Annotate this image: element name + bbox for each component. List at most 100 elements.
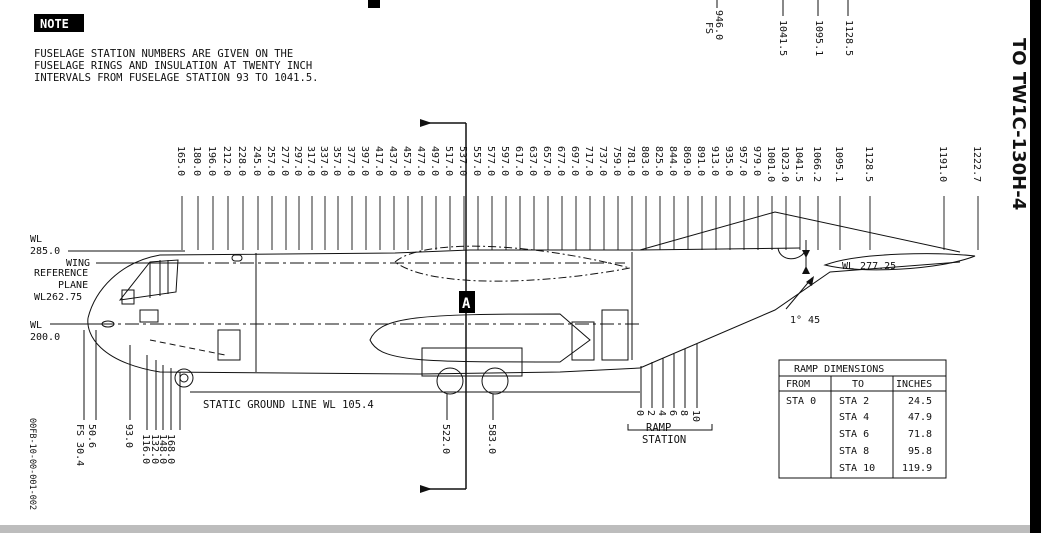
table-row-3-to: STA 6	[839, 429, 869, 440]
bottom-station-fs30: FS 30.4	[74, 424, 85, 466]
ramp-num-6: 6	[667, 410, 678, 416]
station-label: 657.0	[541, 146, 552, 176]
station-label: 1128.5	[863, 146, 874, 182]
station-label: 196.0	[206, 146, 217, 176]
wing-ref-4: WL262.75	[34, 292, 82, 303]
side-title: TO TW1C-130H-4	[1008, 38, 1029, 210]
page-edge-strip	[1030, 0, 1041, 533]
angle-arrow	[806, 276, 814, 286]
station-label: 228.0	[236, 146, 247, 176]
figure-id: 00FB-10-00-001-002	[27, 418, 37, 510]
bottom-station-583: 583.0	[486, 424, 497, 454]
top-fs-1095: 1095.1	[813, 20, 824, 56]
engine-nacelle	[369, 313, 591, 363]
station-label: 377.0	[345, 146, 356, 176]
station-label: 417.0	[373, 146, 384, 176]
table-row-1-inches: 24.5	[908, 396, 932, 407]
station-label: 1001.0	[765, 146, 776, 182]
dimension-arrow	[802, 250, 810, 258]
main-wheel-front	[436, 367, 464, 395]
ground-line-label: STATIC GROUND LINE WL 105.4	[203, 399, 374, 411]
station-label: 245.0	[251, 146, 262, 176]
nose-window	[121, 289, 135, 305]
station-label: 212.0	[221, 146, 232, 176]
station-label: 1191.0	[937, 146, 948, 182]
station-label: 317.0	[305, 146, 316, 176]
wl285-prefix: WL	[30, 234, 42, 245]
bottom-station-93: 93.0	[123, 424, 134, 448]
station-label: 257.0	[265, 146, 276, 176]
wl200-value: 200.0	[30, 332, 60, 343]
station-label: 497.0	[429, 146, 440, 176]
station-label: 577.0	[485, 146, 496, 176]
station-label: 457.0	[401, 146, 412, 176]
station-label: 180.0	[191, 146, 202, 176]
station-label: 557.0	[471, 146, 482, 176]
station-label: 781.0	[625, 146, 636, 176]
cockpit-window	[118, 259, 179, 301]
main-gear-fairing	[421, 347, 523, 377]
wl200-prefix: WL	[30, 320, 42, 331]
dimension-arrow	[802, 266, 810, 274]
top-fs-946: 946.0	[713, 10, 724, 40]
station-label: 717.0	[583, 146, 594, 176]
wl285-value: 285.0	[30, 246, 60, 257]
ramp-dimensions-table	[778, 359, 947, 479]
station-label: 1041.5	[793, 146, 804, 182]
table-row-1-to: STA 2	[839, 396, 869, 407]
station-label: 357.0	[331, 146, 342, 176]
nose-wheel-hub	[179, 373, 189, 383]
wing-ref-1: WING	[66, 258, 90, 269]
aft-door	[601, 309, 629, 361]
top-fs-label: FS	[703, 22, 714, 34]
ramp-num-4: 4	[656, 410, 667, 416]
top-hatch	[231, 254, 243, 262]
station-label: 979.0	[751, 146, 762, 176]
ramp-num-0: 0	[634, 410, 645, 416]
aircraft-outline	[87, 211, 976, 395]
station-label: 891.0	[695, 146, 706, 176]
station-label: 759.0	[611, 146, 622, 176]
note-line-1: FUSELAGE STATION NUMBERS ARE GIVEN ON TH…	[34, 48, 293, 60]
note-label: NOTE	[40, 17, 69, 31]
station-label: 957.0	[737, 146, 748, 176]
cabin-dash-line	[149, 339, 226, 356]
station-label: 477.0	[415, 146, 426, 176]
station-label: 677.0	[555, 146, 566, 176]
station-label: 1222.7	[971, 146, 982, 182]
top-mark	[368, 0, 380, 8]
station-label: 517.0	[443, 146, 454, 176]
station-label: 913.0	[709, 146, 720, 176]
bottom-station-50: 50.6	[86, 424, 97, 448]
station-label: 825.0	[653, 146, 664, 176]
table-row-5-inches: 119.9	[902, 463, 932, 474]
bottom-station-522: 522.0	[440, 424, 451, 454]
note-badge	[34, 14, 84, 32]
wing-ref-3: PLANE	[58, 280, 88, 291]
station-label: 1023.0	[779, 146, 790, 182]
station-label: 617.0	[513, 146, 524, 176]
station-label: 1095.1	[833, 146, 844, 182]
angle-leader	[785, 277, 813, 310]
station-label: 277.0	[279, 146, 290, 176]
station-label: 935.0	[723, 146, 734, 176]
wing-profile	[394, 245, 631, 282]
wl277-label: WL 277.25	[842, 261, 896, 272]
note-line-2: FUSELAGE RINGS AND INSULATION AT TWENTY …	[34, 60, 312, 72]
table-row-4-to: STA 8	[839, 446, 869, 457]
station-label: 597.0	[499, 146, 510, 176]
forward-hatch	[139, 309, 159, 323]
bottom-station-leaders	[83, 330, 494, 430]
top-fs-1041: 1041.5	[777, 20, 788, 56]
bottom-station-148: 148.0	[157, 434, 168, 464]
horizontal-stabilizer	[823, 253, 976, 271]
station-label: 297.0	[292, 146, 303, 176]
nose-wheel	[174, 368, 194, 388]
angle-label: 1° 45	[790, 315, 820, 326]
table-row-5-to: STA 10	[839, 463, 875, 474]
table-row-2-inches: 47.9	[908, 412, 932, 423]
bottom-station-168: 168.0	[165, 434, 176, 464]
top-fs-1128: 1128.5	[843, 20, 854, 56]
